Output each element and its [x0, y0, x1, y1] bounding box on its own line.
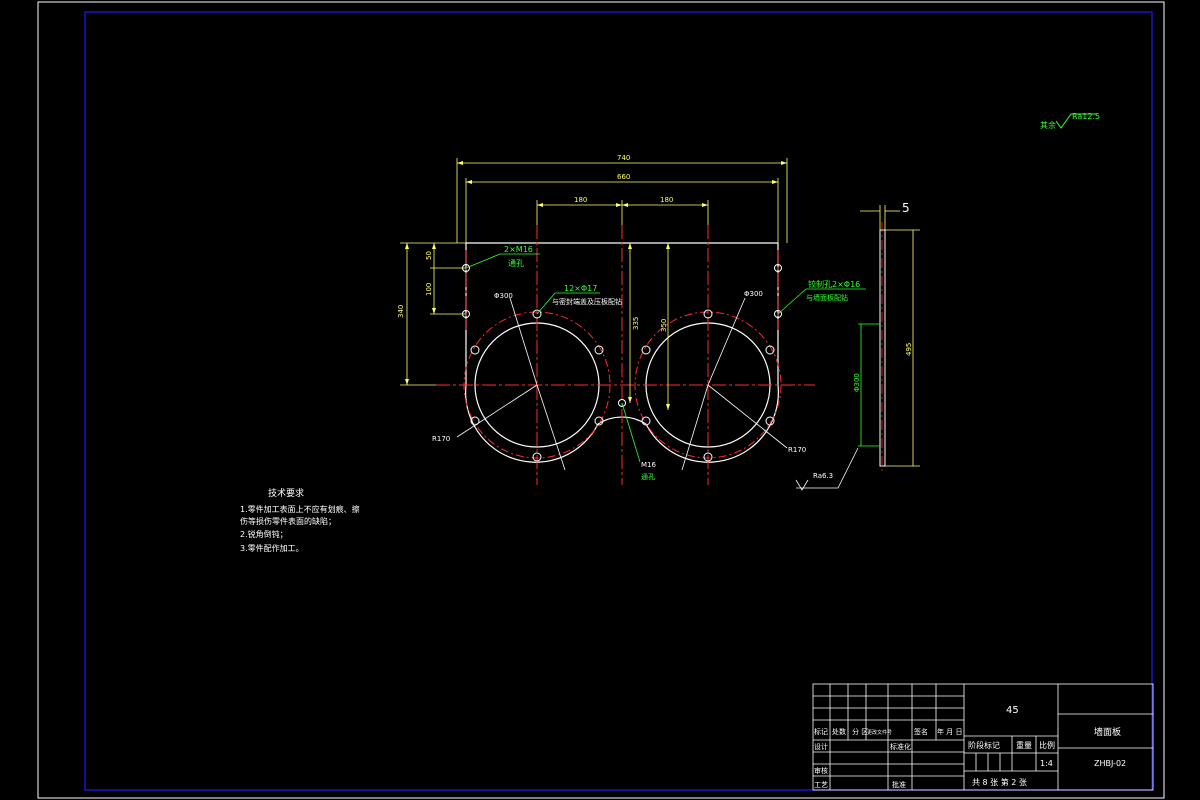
dim-side-thickness: 5 — [902, 201, 910, 215]
tb-sheets: 共 8 张 第 2 张 — [972, 777, 1027, 787]
tb-header-5: 年 月 日 — [937, 727, 962, 736]
callout-center-thread-note: 通孔 — [641, 472, 655, 481]
front-view: 740 660 180 180 340 50 100 335 350 Φ300 … — [397, 154, 866, 485]
radius-leaders — [456, 297, 788, 471]
dim-overall-width: 740 — [617, 154, 630, 162]
dim-right-pcd: Φ300 — [744, 290, 763, 298]
title-block — [812, 683, 1154, 791]
dim-side-roughness: Ra6.3 — [813, 472, 833, 480]
callout-texts: 2×M16 通孔 12×Φ17 与密封端盖及压板配钻 铰制孔2×Φ16 与墙面板… — [504, 245, 860, 481]
dim-right-radius: R170 — [788, 446, 806, 454]
dim-height-right: 350 — [660, 319, 668, 332]
callout-pin-holes: 铰制孔2×Φ16 — [808, 279, 860, 289]
tb-approve: 批准 — [892, 780, 906, 789]
side-plate — [879, 229, 886, 467]
dim-left-radius: R170 — [432, 435, 450, 443]
dim-top-offset: 50 — [425, 251, 433, 260]
tech-item-3: 2.锐角倒钝； — [240, 529, 288, 539]
tb-header-2: 分 区 — [852, 727, 868, 736]
tech-item-2: 伤等损伤零件表面的缺陷； — [240, 516, 336, 526]
tb-drawing-no: ZHBJ-02 — [1094, 759, 1126, 768]
callout-tapped-holes-note: 通孔 — [508, 258, 524, 268]
dim-left-pcd: Φ300 — [494, 292, 513, 300]
centerlines — [436, 225, 815, 485]
callout-tapped-holes: 2×M16 — [504, 245, 533, 254]
tb-stage-label: 阶段标记 — [968, 740, 1000, 750]
tb-row-process: 工艺 — [814, 781, 828, 789]
dim-height-left: 340 — [397, 305, 405, 318]
tb-row-design: 设计 — [814, 742, 828, 751]
tb-row-review: 审核 — [814, 766, 828, 775]
tb-scale-label: 比例 — [1039, 740, 1055, 750]
tb-header-3: 更改文件号 — [867, 729, 892, 736]
tb-scale: 1:4 — [1040, 759, 1053, 768]
tb-material: 45 — [1006, 705, 1019, 716]
dimension-arrows — [405, 161, 787, 410]
inner-frame — [84, 11, 1153, 791]
part-outline — [465, 242, 779, 463]
right-bolt-holes — [641, 309, 775, 462]
tb-header-1: 处数 — [832, 727, 846, 736]
dim-center-height: 335 — [632, 317, 640, 330]
tb-header-0: 标记 — [814, 727, 828, 736]
dim-side-height: 495 — [905, 343, 913, 356]
tb-part-name: 墙面板 — [1094, 726, 1121, 738]
geometry-labels: Φ300 Φ300 R170 R170 — [432, 290, 806, 454]
title-block-text: 45 墙面板 ZHBJ-02 阶段标记 重量 比例 1:4 共 8 张 第 2 … — [814, 705, 1126, 789]
tb-standardize: 标准化 — [890, 742, 911, 751]
dim-inner-width: 660 — [617, 173, 630, 181]
tech-item-4: 3.零件配作加工。 — [240, 543, 304, 553]
callout-pin-holes-note: 与墙面板配钻 — [806, 293, 848, 302]
left-bolt-holes — [470, 309, 604, 462]
side-view: 5 495 Φ300 Ra6.3 — [795, 201, 920, 491]
tech-title: 技术要求 — [268, 487, 304, 499]
outer-frame — [37, 1, 1165, 799]
tb-header-4: 签名 — [914, 727, 928, 736]
dim-side-dia: Φ300 — [853, 373, 861, 392]
dim-left-pitch: 180 — [574, 196, 587, 204]
callout-bolt-holes-note: 与密封端盖及压板配钻 — [552, 297, 622, 306]
dim-hole-spacing: 100 — [425, 283, 433, 296]
tb-weight-label: 重量 — [1016, 740, 1032, 750]
tech-requirements: 技术要求 1.零件加工表面上不应有划痕、擦 伤等损伤零件表面的缺陷； 2.锐角倒… — [240, 487, 360, 553]
callout-center-thread: M16 — [641, 461, 656, 469]
dim-right-pitch: 180 — [660, 196, 673, 204]
surface-finish-symbol: 其余 Ra12.5 — [1040, 112, 1100, 130]
surface-finish-prefix: 其余 — [1040, 120, 1056, 130]
dimension-texts: 740 660 180 180 340 50 100 335 350 — [397, 154, 673, 332]
callout-leaders — [465, 253, 866, 463]
surface-finish-value: Ra12.5 — [1072, 112, 1100, 121]
callout-bolt-holes: 12×Φ17 — [564, 284, 597, 293]
tech-item-1: 1.零件加工表面上不应有划痕、擦 — [240, 504, 360, 514]
